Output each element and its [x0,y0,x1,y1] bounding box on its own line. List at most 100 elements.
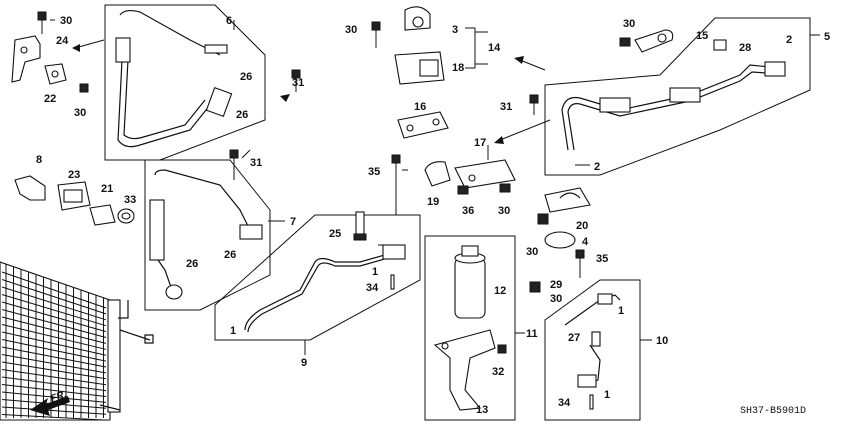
label-24: 24 [56,35,69,47]
clamp-15 [634,29,674,53]
label-35: 35 [596,253,608,265]
leader-lines [50,19,820,355]
pipe-7-group-box [144,159,271,311]
label-31: 31 [250,157,262,169]
label-26: 26 [236,109,248,121]
hose-6-group-box [104,4,266,161]
label-10: 10 [656,335,668,347]
pipe-10-group-box [544,279,641,421]
label-25: 25 [329,228,341,240]
bracket-22 [44,63,67,85]
label-22: 22 [44,93,56,105]
label-26: 26 [186,258,198,270]
label-1: 1 [618,305,624,317]
label-5: 5 [824,31,830,43]
label-26: 26 [240,71,252,83]
clamp-8 [14,175,46,201]
label-4: 4 [582,236,589,248]
bolt-30-g [537,213,549,225]
label-21: 21 [101,183,113,195]
discharge-pipe-7 [149,169,263,300]
pipe-5-group-box [544,17,811,176]
label-3: 3 [452,24,458,36]
suction-pipe-5 [561,61,786,151]
receiver-11-group-box [424,235,516,421]
label-30: 30 [345,24,357,36]
cap-4 [544,231,576,249]
label-15: 15 [696,30,708,42]
front-direction-arrow: FR. [30,389,70,416]
label-30: 30 [74,107,86,119]
label-31: 31 [292,77,304,89]
label-1: 1 [230,325,236,337]
label-23: 23 [68,169,80,181]
bolt-35-a [391,154,401,215]
bracket-24 [11,35,41,83]
condenser [0,261,154,421]
label-11: 11 [526,328,538,340]
label-29: 29 [550,279,562,291]
bolt-31-a [291,69,301,92]
label-2: 2 [786,34,792,46]
label-14: 14 [488,42,501,54]
pin-34-a [390,274,395,290]
bolt-31-b [229,149,239,180]
svg-text:FR.: FR. [49,389,68,405]
label-6: 6 [226,15,232,27]
receiver-12 [454,245,486,319]
label-30: 30 [526,246,538,258]
clamp-20 [544,187,591,213]
pipe-9-group-box [214,214,421,341]
pipe-9 [244,244,406,333]
valve-27 [591,331,601,347]
label-34: 34 [558,397,571,409]
label-17: 17 [474,137,486,149]
bolt-30-c [371,21,381,48]
label-32: 32 [492,366,504,378]
label-33: 33 [124,194,136,206]
label-30: 30 [60,15,72,27]
label-30: 30 [550,293,562,305]
label-1: 1 [372,266,378,278]
label-27: 27 [568,332,580,344]
suction-hose-6 [115,9,233,148]
cap-28 [713,39,727,51]
label-36: 36 [462,205,474,217]
bolt-30-d [499,183,511,193]
valve-25 [353,211,367,241]
label-1: 1 [604,389,610,401]
label-30: 30 [498,205,510,217]
label-30: 30 [623,18,635,30]
label-9: 9 [301,357,307,369]
bolt-29 [529,281,541,293]
bolt-31-c [529,94,539,115]
label-20: 20 [576,220,588,232]
bracket-16 [397,111,449,139]
bracket-17 [454,159,516,189]
bolt-32 [497,344,507,354]
label-28: 28 [739,42,751,54]
bracket-18 [394,51,445,85]
bolt-30-top [37,11,47,34]
bracket-13 [433,329,496,411]
diagram-code: SH37-B5901D [740,406,806,417]
bolt-30-f [619,37,631,47]
label-26: 26 [224,249,236,261]
holder-23 [57,181,91,211]
clamp-21 [89,204,116,226]
label-34: 34 [366,282,379,294]
pipe-10 [564,293,621,388]
label-2: 2 [594,161,600,173]
grommet-33 [117,208,135,224]
label-31: 31 [500,101,512,113]
label-16: 16 [414,101,426,113]
label-12: 12 [494,285,506,297]
bolt-30-left [79,83,89,93]
label-8: 8 [36,154,42,166]
label-18: 18 [452,62,464,74]
label-19: 19 [427,196,439,208]
label-7: 7 [290,216,296,228]
callout-labels: 30 24 22 30 6 26 31 26 8 23 21 33 31 7 2… [36,15,830,416]
label-35: 35 [368,166,380,178]
